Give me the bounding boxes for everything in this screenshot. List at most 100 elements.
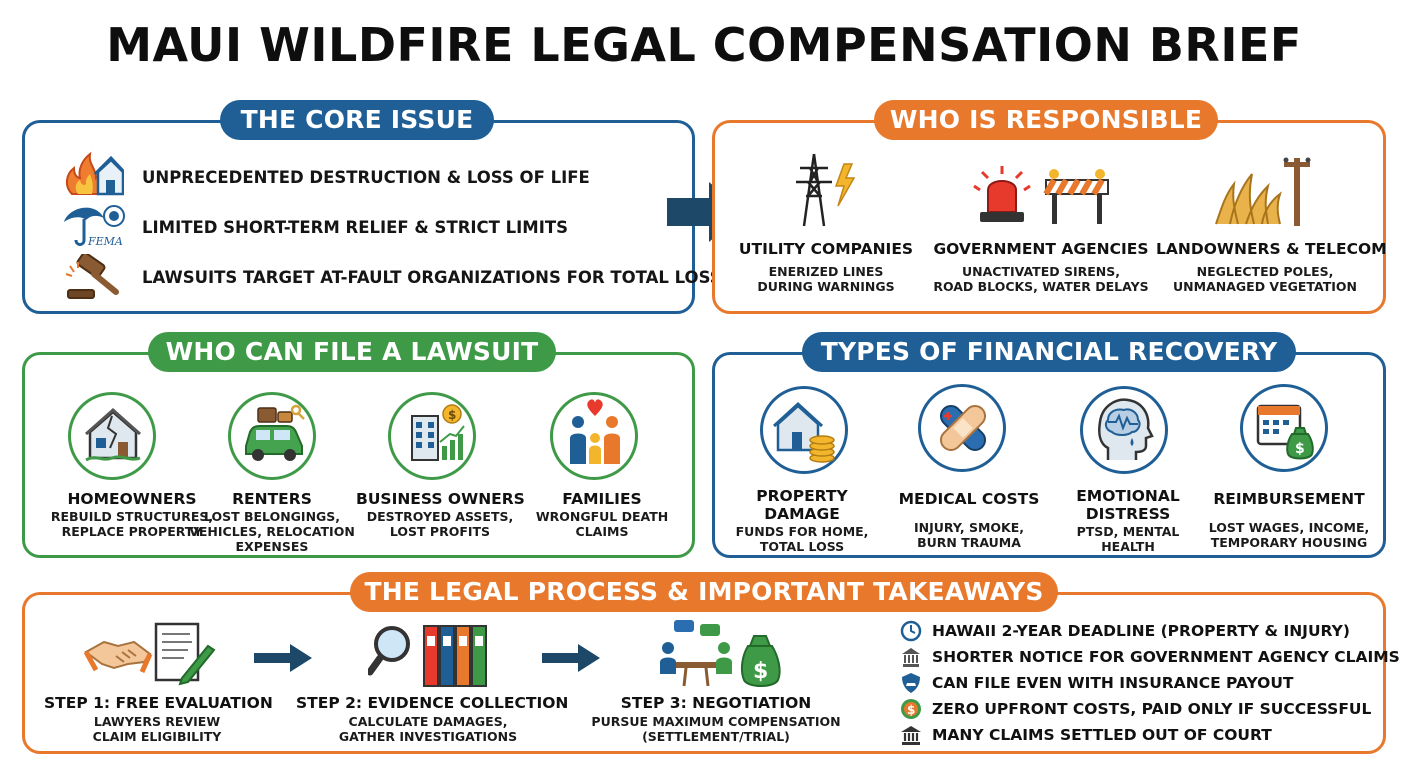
responsible-desc-2a: UNACTIVATED SIRENS,	[962, 264, 1120, 279]
magnifier-binders-icon	[368, 625, 487, 687]
takeaway-1: HAWAII 2-YEAR DEADLINE (PROPERTY & INJUR…	[900, 620, 1350, 642]
responsible-title-3: LANDOWNERS & TELECOM	[1156, 240, 1387, 258]
fire-house-icon	[66, 151, 124, 196]
families-col: FAMILIES WRONGFUL DEATH CLAIMS	[522, 490, 682, 539]
takeaway-2-text: SHORTER NOTICE FOR GOVERNMENT AGENCY CLA…	[932, 648, 1400, 666]
families-title: FAMILIES	[562, 490, 642, 508]
step-2-col: STEP 2: EVIDENCE COLLECTION CALCULATE DA…	[296, 694, 568, 744]
government-building-icon	[902, 648, 920, 667]
homeowners-desc-a: REBUILD STRUCTURES,	[50, 509, 214, 524]
shield-car-icon	[902, 673, 920, 693]
property-damage-desc-b: TOTAL LOSS	[759, 539, 845, 554]
takeaway-2: SHORTER NOTICE FOR GOVERNMENT AGENCY CLA…	[900, 646, 1400, 668]
emotional-distress-title: EMOTIONAL DISTRESS	[1052, 487, 1204, 523]
families-desc-b: CLAIMS	[575, 524, 629, 539]
step-1-col: STEP 1: FREE EVALUATION LAWYERS REVIEW C…	[44, 694, 273, 744]
reimbursement-title-a: REIMBURSEMENT	[1213, 490, 1365, 508]
property-damage-col: PROPERTY DAMAGE FUNDS FOR HOME, TOTAL LO…	[728, 487, 876, 554]
core-issue-item-1: UNPRECEDENTED DESTRUCTION & LOSS OF LIFE	[142, 168, 590, 187]
takeaway-1-text: HAWAII 2-YEAR DEADLINE (PROPERTY & INJUR…	[932, 622, 1350, 640]
emotional-distress-title-b: DISTRESS	[1085, 505, 1171, 523]
svg-text:$: $	[448, 408, 456, 422]
grass-pole-icon	[1215, 157, 1311, 226]
renters-desc-a: LOST BELONGINGS,	[203, 509, 341, 524]
reimbursement-desc-b: TEMPORARY HOUSING	[1210, 535, 1368, 550]
responsible-title-2: GOVERNMENT AGENCIES	[933, 240, 1149, 258]
siren-barrier-icon	[973, 166, 1109, 224]
emotional-distress-title-a: EMOTIONAL	[1076, 487, 1180, 505]
step-2-desc-b: GATHER INVESTIGATIONS	[338, 729, 518, 744]
step-3-title: STEP 3: NEGOTIATION	[620, 694, 812, 712]
arrow-right-icon	[542, 644, 600, 672]
power-tower-icon	[796, 153, 856, 227]
process-panel	[22, 592, 1386, 754]
core-issue-item-2: LIMITED SHORT-TERM RELIEF & STRICT LIMIT…	[142, 218, 569, 237]
homeowners-title: HOMEOWNERS	[67, 490, 197, 508]
takeaway-5-text: MANY CLAIMS SETTLED OUT OF COURT	[932, 726, 1272, 744]
svg-text:$: $	[1295, 441, 1305, 457]
fema-umbrella-icon: FEMA	[64, 205, 125, 248]
car-luggage-icon	[245, 404, 305, 461]
meeting-moneybag-icon: $	[660, 620, 781, 687]
property-damage-title-b: DAMAGE	[764, 505, 840, 523]
fema-label: FEMA	[87, 235, 123, 248]
arrow-right-icon	[254, 644, 312, 672]
step-1-desc-a: LAWYERS REVIEW	[93, 714, 221, 729]
emotional-distress-desc-a: PTSD, MENTAL	[1076, 524, 1180, 539]
clock-icon	[900, 620, 922, 642]
responsible-desc-1b: DURING WARNINGS	[757, 279, 895, 294]
medical-costs-col: MEDICAL COSTS INJURY, SMOKE, BURN TRAUMA	[888, 490, 1050, 550]
homeowners-col: HOMEOWNERS REBUILD STRUCTURES, REPLACE P…	[32, 490, 232, 539]
step-3-desc-b: (SETTLEMENT/TRIAL)	[642, 729, 790, 744]
family-heart-icon	[570, 399, 620, 464]
emotional-distress-desc-b: HEALTH	[1101, 539, 1155, 554]
calendar-money-icon: $	[1256, 404, 1314, 460]
property-damage-title: PROPERTY DAMAGE	[728, 487, 876, 523]
responsible-desc-2b: ROAD BLOCKS, WATER DELAYS	[933, 279, 1149, 294]
damaged-house-icon	[85, 407, 141, 462]
responsible-desc-1a: ENERIZED LINES	[768, 264, 884, 279]
process-heading: THE LEGAL PROCESS & IMPORTANT TAKEAWAYS	[350, 572, 1058, 612]
courthouse-icon	[901, 726, 921, 745]
responsible-heading: WHO IS RESPONSIBLE	[874, 100, 1218, 140]
medical-costs-title: MEDICAL COSTS	[888, 490, 1050, 508]
takeaway-4-text: ZERO UPFRONT COSTS, PAID ONLY IF SUCCESS…	[932, 700, 1372, 718]
business-owners-desc-a: DESTROYED ASSETS,	[366, 509, 514, 524]
dollar-coin-icon: $	[901, 699, 921, 719]
takeaway-4: $ ZERO UPFRONT COSTS, PAID ONLY IF SUCCE…	[900, 698, 1371, 720]
core-issue-item-3: LAWSUITS TARGET AT-FAULT ORGANIZATIONS F…	[142, 268, 722, 287]
page-title: MAUI WILDFIRE LEGAL COMPENSATION BRIEF	[106, 18, 1302, 72]
emotional-distress-col: EMOTIONAL DISTRESS PTSD, MENTAL HEALTH	[1052, 487, 1204, 554]
bandage-icon	[939, 404, 987, 452]
step-3-col: STEP 3: NEGOTIATION PURSUE MAXIMUM COMPE…	[584, 694, 848, 744]
responsible-desc-3a: NEGLECTED POLES,	[1196, 264, 1334, 279]
medical-costs-desc-a: INJURY, SMOKE,	[914, 520, 1024, 535]
renters-col: RENTERS LOST BELONGINGS, VEHICLES, RELOC…	[186, 490, 358, 554]
step-1-title: STEP 1: FREE EVALUATION	[44, 694, 273, 712]
core-issue-heading: THE CORE ISSUE	[220, 100, 494, 140]
svg-text:$: $	[907, 703, 915, 717]
handshake-document-icon	[84, 622, 216, 686]
step-1-desc-b: CLAIM ELIGIBILITY	[92, 729, 222, 744]
takeaway-3: CAN FILE EVEN WITH INSURANCE PAYOUT	[900, 672, 1294, 694]
business-owners-title: BUSINESS OWNERS	[356, 490, 525, 508]
responsible-col-3: LANDOWNERS & TELECOM NEGLECTED POLES, UN…	[1156, 240, 1387, 294]
step-2-desc-a: CALCULATE DAMAGES,	[348, 714, 508, 729]
medical-costs-desc-b: BURN TRAUMA	[917, 535, 1021, 550]
takeaway-5: MANY CLAIMS SETTLED OUT OF COURT	[900, 724, 1272, 746]
families-desc-a: WRONGFUL DEATH	[535, 509, 669, 524]
business-owners-desc-b: LOST PROFITS	[389, 524, 491, 539]
responsible-title-1: UTILITY COMPANIES	[738, 240, 914, 258]
brain-head-icon	[1098, 398, 1154, 460]
reimbursement-title: REIMBURSEMENT	[1204, 490, 1374, 508]
property-damage-desc-a: FUNDS FOR HOME,	[735, 524, 869, 539]
step-3-desc-a: PURSUE MAXIMUM COMPENSATION	[591, 714, 841, 729]
house-coins-icon	[772, 401, 835, 463]
takeaway-3-text: CAN FILE EVEN WITH INSURANCE PAYOUT	[932, 674, 1294, 692]
responsible-col-2: GOVERNMENT AGENCIES UNACTIVATED SIRENS, …	[928, 240, 1154, 294]
reimbursement-desc-a: LOST WAGES, INCOME,	[1208, 520, 1370, 535]
who-can-file-heading: WHO CAN FILE A LAWSUIT	[148, 332, 556, 372]
medical-costs-title-a: MEDICAL COSTS	[898, 490, 1040, 508]
recovery-heading: TYPES OF FINANCIAL RECOVERY	[802, 332, 1296, 372]
svg-text:$: $	[753, 659, 768, 684]
